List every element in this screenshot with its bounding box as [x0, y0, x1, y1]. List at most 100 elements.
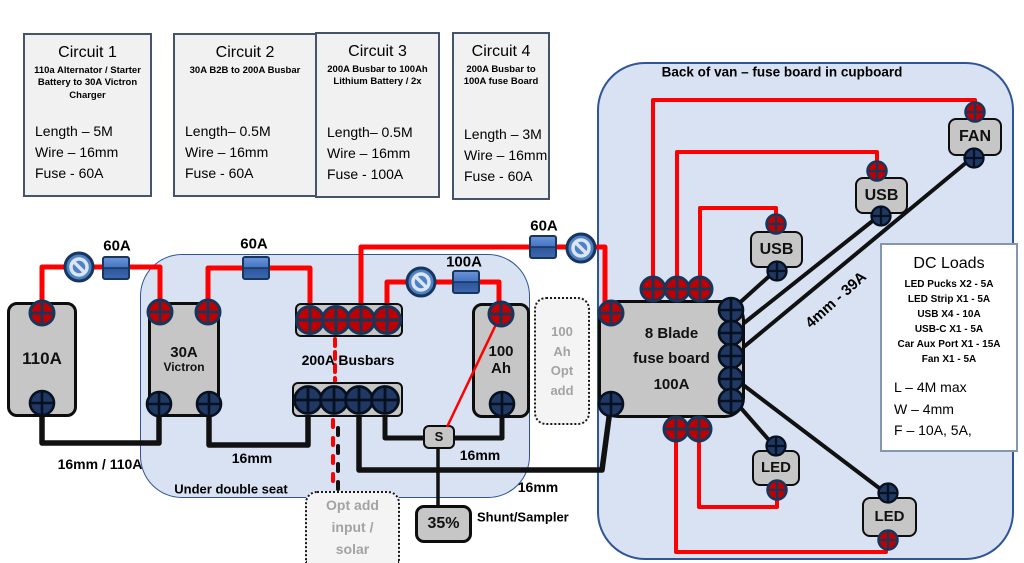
wire-label-victron: 16mm — [231, 450, 273, 466]
wire-label-110: 16mm / 110A — [57, 456, 143, 472]
terminal-victron-positive-1 — [146, 298, 174, 326]
fuse-60a-2-icon — [242, 256, 270, 280]
circuit-1-length: Length – 5M — [35, 123, 113, 139]
terminal-board-top-1 — [639, 275, 667, 303]
wire-label-shunt: 16mm — [459, 447, 501, 463]
shunt-s-label: S — [434, 428, 444, 444]
terminal-negbus-2 — [319, 385, 349, 415]
terminal-negbus-3 — [344, 385, 374, 415]
circuit-4-subtitle: 200A Busbar to 100A fuse Board — [463, 64, 539, 88]
wire-110-negative — [39, 398, 162, 446]
terminal-victron-negative-2 — [195, 390, 223, 418]
wire-circuit3-positive — [384, 279, 502, 319]
dc-load-item: Fan X1 - 5A — [921, 354, 977, 365]
circuit-4-length: Length – 3M — [464, 126, 542, 142]
optional-solar-line3: solar — [335, 540, 370, 557]
terminal-usb-lower-positive — [765, 213, 787, 235]
circuit-1-wire: Wire – 16mm — [35, 144, 119, 160]
circuit-2-subtitle: 30A B2B to 200A Busbar — [189, 65, 301, 76]
starter-battery-label: 110A — [22, 349, 62, 369]
breaker-2-icon — [405, 266, 437, 298]
terminal-negbus-4 — [370, 385, 400, 415]
led-right-label: LED — [874, 507, 905, 525]
back-of-van-label: Back of van – fuse board in cupboard — [661, 64, 903, 80]
circuit-4-title: Circuit 4 — [471, 43, 531, 60]
optional-battery-line1: 100 — [551, 324, 573, 339]
circuit-3-title: Circuit 3 — [348, 43, 407, 60]
terminal-board-bottom-1 — [662, 415, 690, 443]
circuit-1-subtitle: 110a Alternator / Starter Battery to 30A… — [34, 65, 141, 101]
fuse-label-60a-3: 60A — [530, 217, 558, 235]
circuit-4-wire: Wire – 16mm — [464, 147, 548, 163]
circuit-2-title: Circuit 2 — [215, 44, 275, 61]
optional-solar-box: Opt add input / solar — [305, 491, 400, 563]
terminal-board-bottom-2 — [685, 415, 713, 443]
terminal-negbus-1 — [293, 385, 323, 415]
fuse-board-label-1: 8 Blade — [644, 324, 699, 342]
terminal-board-right-3 — [717, 342, 745, 370]
fuse-60a-1-icon — [102, 256, 130, 280]
terminal-victron-negative-1 — [145, 390, 173, 418]
fuse-label-60a-1: 60A — [103, 237, 131, 255]
terminal-posbus-3 — [346, 305, 376, 335]
terminal-fan-positive — [964, 101, 986, 123]
circuit-3-subtitle: 200A Busbar to 100Ah Lithium Battery / 2… — [327, 64, 428, 88]
terminal-board-positive-in — [597, 299, 625, 327]
circuit-1-box: Circuit 1 110a Alternator / Starter Batt… — [23, 33, 152, 197]
terminal-board-right-4 — [717, 365, 745, 393]
circuit-2-fuse: Fuse - 60A — [185, 165, 254, 181]
terminal-led-left-positive — [766, 479, 788, 501]
circuit-3-fuse: Fuse - 100A — [327, 166, 404, 182]
fuse-label-60a-2: 60A — [240, 235, 268, 253]
lithium-battery-label-2: Ah — [491, 359, 511, 377]
terminal-board-top-3 — [686, 275, 714, 303]
shunt-percent-box: 35% — [415, 505, 472, 543]
wire-return-fan — [732, 155, 975, 357]
terminal-board-right-2 — [717, 319, 745, 347]
circuit-4-box: Circuit 4 200A Busbar to 100A fuse Board… — [452, 32, 550, 200]
dc-loads-spec-fuse: F – 10A, 5A, — [894, 422, 972, 439]
terminal-posbus-4 — [372, 305, 402, 335]
fuse-100a-icon — [452, 270, 480, 294]
breaker-3-icon — [565, 232, 597, 264]
dc-load-item: Car Aux Port X1 - 15A — [897, 339, 1001, 350]
circuit-4-fuse: Fuse - 60A — [464, 168, 533, 184]
optional-battery-line4: add — [550, 382, 574, 398]
lithium-battery-label-1: 100 — [488, 343, 514, 360]
terminal-board-right-5 — [717, 387, 745, 415]
under-seat-label: Under double seat — [174, 481, 288, 497]
terminal-110-positive — [28, 299, 56, 327]
wire-label-board: 16mm — [517, 479, 559, 495]
dc-loads-spec-wire: W – 4mm — [894, 400, 954, 417]
wire-circuit1-positive — [39, 264, 163, 313]
circuit-2-length: Length– 0.5M — [185, 123, 271, 139]
usb-upper-label: USB — [864, 186, 899, 204]
optional-solar-line2: input / — [331, 519, 374, 536]
terminal-100ah-positive — [487, 300, 515, 328]
led-left-label: LED — [761, 458, 791, 476]
wire-return-led-right — [732, 376, 889, 496]
circuit-2-box: Circuit 2 30A B2B to 200A Busbar Length–… — [173, 33, 317, 197]
circuit-3-length: Length– 0.5M — [327, 124, 413, 140]
circuit-1-fuse: Fuse - 60A — [35, 165, 104, 181]
shunt-percent-label: 35% — [427, 515, 460, 533]
terminal-board-top-2 — [663, 275, 691, 303]
wire-return-usb-upper — [732, 213, 882, 333]
victron-label-amps: 30A — [170, 343, 198, 361]
terminal-led-right-negative — [877, 482, 899, 504]
optional-battery-box: 100 Ah Opt add — [534, 297, 590, 425]
dc-load-item: LED Pucks X2 - 5A — [904, 279, 994, 290]
dc-load-item: USB-C X1 - 5A — [914, 324, 984, 335]
usb-lower-label: USB — [759, 240, 794, 258]
terminal-led-right-positive — [877, 529, 899, 551]
terminal-victron-positive-2 — [194, 298, 222, 326]
optional-solar-line1: Opt add — [326, 497, 379, 514]
terminal-110-negative — [28, 389, 56, 417]
breaker-1-icon — [63, 251, 95, 283]
wire-victron-negative — [206, 399, 311, 448]
dc-loads-title: DC Loads — [913, 255, 985, 272]
terminal-usb-upper-negative — [870, 205, 892, 227]
shunt-sampler-label: Shunt/Sampler — [477, 509, 569, 525]
